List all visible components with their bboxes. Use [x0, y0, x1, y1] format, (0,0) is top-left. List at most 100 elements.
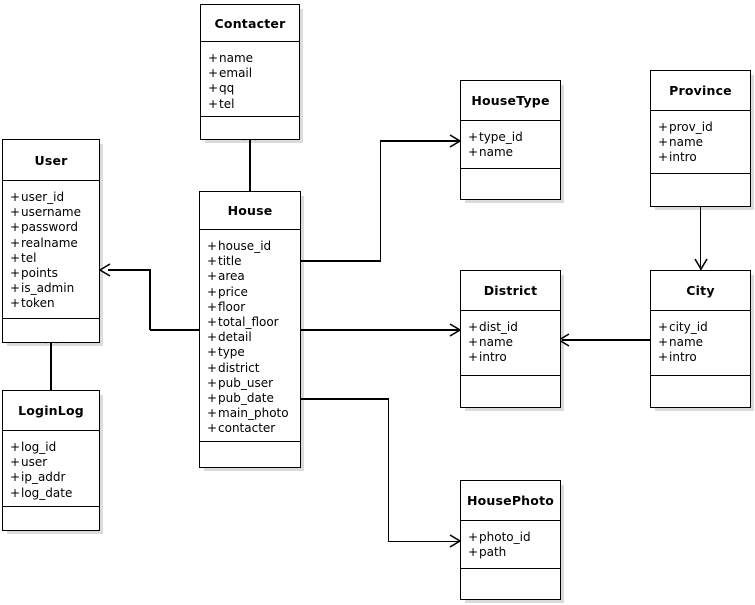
connector-house-housephoto-segment-b [387, 398, 389, 542]
class-title-district: District [461, 271, 560, 311]
attribute-name: prov_id [669, 120, 713, 134]
attribute-row: +qq [208, 81, 299, 96]
attribute-name: token [21, 296, 55, 311]
visibility-marker: + [468, 145, 479, 160]
attribute-row: +username [10, 205, 99, 220]
attribute-row: +title [207, 254, 300, 269]
attribute-name: contacter [218, 421, 276, 436]
class-box-province[interactable]: Province +prov_id +name +intro [650, 70, 751, 207]
attribute-name: intro [669, 350, 697, 365]
attribute-row: +name [208, 51, 299, 66]
class-box-loginlog[interactable]: LoginLog +log_id +user +ip_addr +log_dat… [2, 390, 100, 531]
visibility-marker: + [468, 545, 479, 560]
visibility-marker: + [658, 320, 669, 334]
visibility-marker: + [658, 150, 669, 165]
class-box-housetype[interactable]: HouseType +type_id +name [460, 80, 561, 200]
attribute-row: +name [658, 335, 750, 350]
class-box-housephoto[interactable]: HousePhoto +photo_id +path [460, 480, 561, 600]
visibility-marker: + [207, 239, 218, 253]
attribute-row: +floor [207, 300, 300, 315]
attribute-row: +area [207, 269, 300, 284]
attribute-name: user [21, 455, 48, 470]
visibility-marker: + [207, 345, 218, 360]
attribute-row: +pub_user [207, 376, 300, 391]
attribute-row: +path [468, 545, 560, 560]
attribute-row: +tel [10, 251, 99, 266]
visibility-marker: + [207, 406, 218, 421]
visibility-marker: + [658, 350, 669, 365]
visibility-marker: + [10, 440, 21, 454]
attribute-row: +name [468, 145, 560, 160]
attribute-row: +price [207, 285, 300, 300]
attribute-name: name [669, 135, 704, 150]
visibility-marker: + [10, 296, 21, 311]
connector-house-user-segment-c [108, 269, 150, 271]
visibility-marker: + [207, 315, 218, 330]
class-title-user: User [3, 140, 99, 181]
attribute-row: +log_date [10, 486, 99, 501]
class-title-loginlog: LoginLog [3, 391, 99, 431]
class-box-city[interactable]: City +city_id +name +intro [650, 270, 751, 408]
class-attributes-province: +prov_id +name +intro [651, 111, 750, 174]
class-title-housephoto: HousePhoto [461, 481, 560, 521]
attribute-row: +log_id [10, 440, 99, 455]
attribute-row: +city_id [658, 320, 750, 335]
class-attributes-housetype: +type_id +name [461, 121, 560, 169]
attribute-name: log_date [21, 485, 73, 500]
attribute-row: +pub_date [207, 391, 300, 406]
connector-house-user-segment-b [149, 269, 151, 330]
connector-house-housephoto-segment-a [301, 398, 389, 400]
attribute-name: user_id [21, 190, 65, 204]
attribute-name: name [669, 335, 704, 350]
class-box-contacter[interactable]: Contacter +name +email +qq +tel [200, 4, 300, 140]
visibility-marker: + [207, 360, 218, 375]
attribute-name: qq [219, 81, 235, 96]
attribute-name: type_id [479, 130, 523, 144]
attribute-row: +intro [658, 350, 750, 365]
attribute-name: realname [21, 235, 78, 250]
attribute-name: price [218, 284, 248, 299]
visibility-marker: + [207, 299, 218, 314]
attribute-name: username [21, 205, 81, 220]
attribute-name: email [219, 66, 253, 81]
connector-house-user-segment-a [150, 329, 200, 331]
class-attributes-housephoto: +photo_id +path [461, 521, 560, 569]
attribute-name: log_id [21, 440, 57, 454]
attribute-row: +is_admin [10, 281, 99, 296]
visibility-marker: + [10, 485, 21, 500]
attribute-row: +district [207, 361, 300, 376]
visibility-marker: + [207, 254, 218, 269]
class-box-user[interactable]: User +user_id +username +password +realn… [2, 139, 100, 343]
connector-loginlog-user-segment [50, 343, 52, 391]
visibility-marker: + [468, 320, 479, 334]
visibility-marker: + [10, 205, 21, 220]
attribute-row: +prov_id [658, 120, 750, 135]
attribute-row: +type_id [468, 130, 560, 145]
attribute-row: +intro [658, 150, 750, 165]
attribute-name: title [218, 254, 242, 269]
class-title-city: City [651, 271, 750, 311]
visibility-marker: + [10, 281, 21, 296]
attribute-name: is_admin [21, 281, 75, 296]
attribute-name: name [479, 145, 514, 160]
attribute-name: tel [219, 96, 235, 111]
attribute-name: house_id [218, 239, 272, 253]
attribute-row: +user [10, 455, 99, 470]
attribute-name: type [218, 345, 245, 360]
connector-house-district-segment [301, 329, 461, 331]
visibility-marker: + [208, 51, 219, 65]
attribute-row: +points [10, 266, 99, 281]
class-attributes-contacter: +name +email +qq +tel [201, 42, 299, 117]
attribute-name: intro [669, 150, 697, 165]
class-box-district[interactable]: District +dist_id +name +intro [460, 270, 561, 408]
attribute-row: +total_floor [207, 315, 300, 330]
class-box-house[interactable]: House +house_id +title +area +price +flo… [199, 191, 301, 468]
attribute-name: pub_date [218, 391, 274, 406]
attribute-name: area [218, 269, 245, 284]
visibility-marker: + [468, 530, 479, 544]
attribute-row: +realname [10, 236, 99, 251]
attribute-row: +intro [468, 350, 560, 365]
attribute-row: +ip_addr [10, 470, 99, 485]
attribute-name: detail [218, 330, 252, 345]
